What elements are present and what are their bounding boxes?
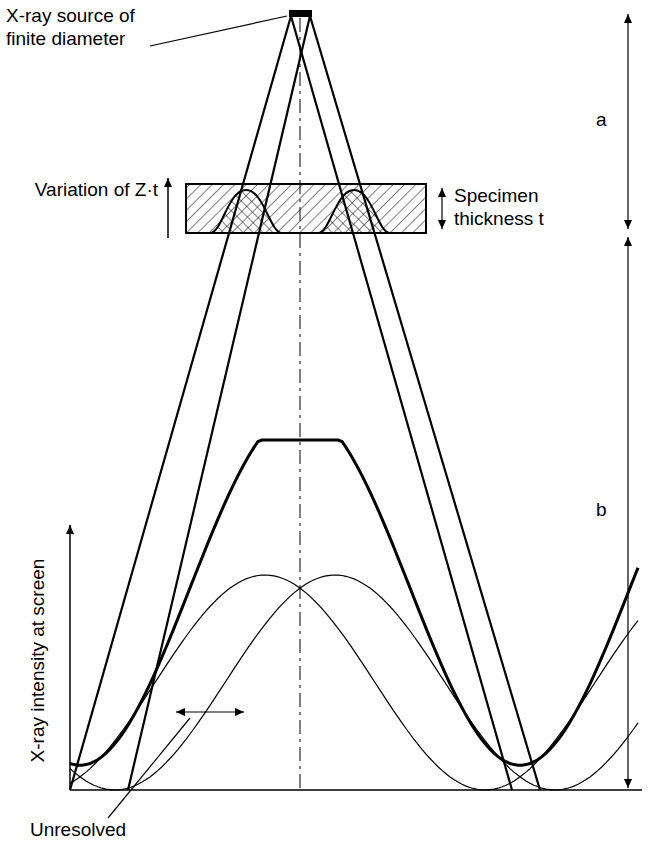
specimen-inclusion bbox=[210, 190, 282, 233]
source-label: X-ray source of finite diameter bbox=[6, 4, 156, 50]
width-arrow bbox=[176, 711, 244, 712]
dimension-arrow bbox=[627, 14, 628, 229]
xray-beams bbox=[70, 16, 540, 790]
thickness-label: Specimen thickness t bbox=[454, 184, 564, 230]
dimension-arrow bbox=[627, 237, 628, 788]
leader-line bbox=[150, 16, 287, 46]
unresolved-label: Unresolved bbox=[30, 818, 170, 841]
xray-source bbox=[289, 10, 312, 17]
variation-label: Variation of Z·t bbox=[20, 178, 158, 201]
leader-line bbox=[108, 718, 190, 818]
specimen-inclusion bbox=[318, 190, 390, 233]
sum-curve bbox=[70, 440, 638, 765]
center-axis bbox=[300, 18, 301, 790]
intensity-curve bbox=[70, 575, 638, 790]
intensity-curve bbox=[70, 575, 638, 790]
dimension-label: a bbox=[596, 108, 616, 131]
specimen bbox=[186, 184, 426, 233]
direction-arrow bbox=[167, 178, 169, 238]
axis-label: X-ray intensity at screen bbox=[26, 558, 49, 762]
dimension-label: b bbox=[596, 498, 616, 521]
dimension-arrow bbox=[441, 188, 442, 229]
y-axis bbox=[69, 525, 71, 790]
